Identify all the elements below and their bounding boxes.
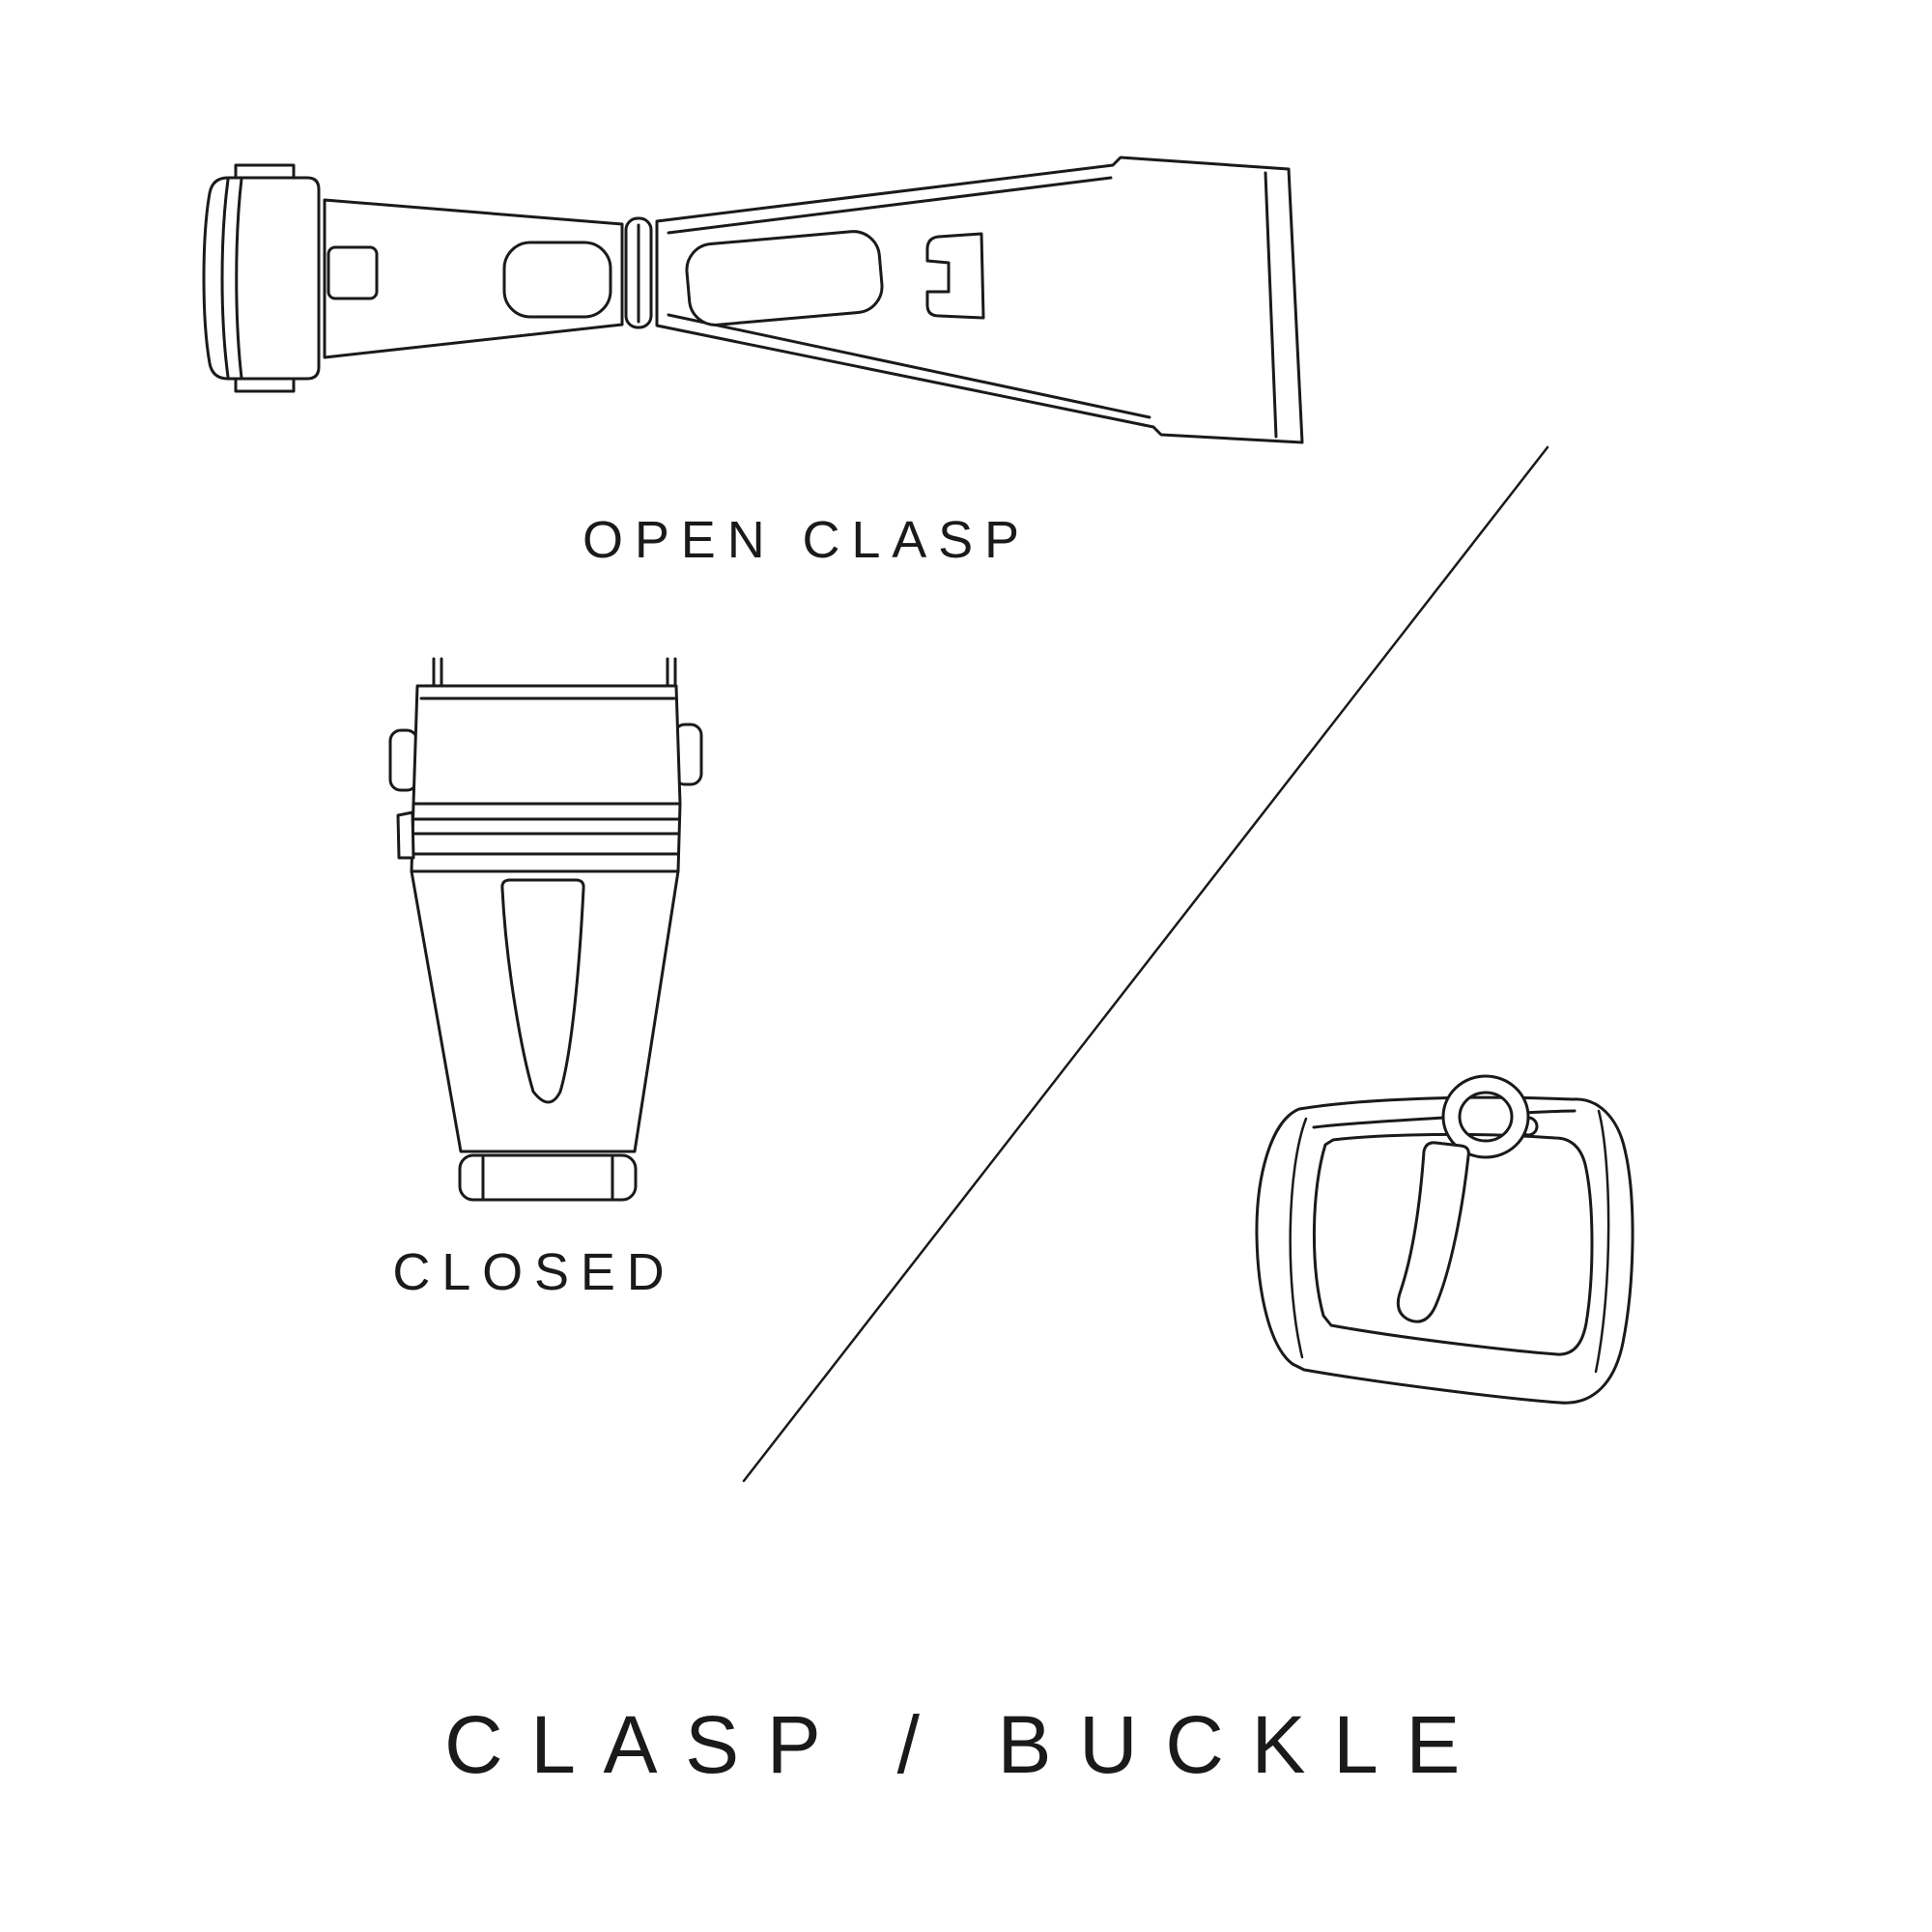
closed-clasp-fold: [410, 802, 682, 873]
diagram-title: CLASP / BUCKLE: [444, 1699, 1488, 1790]
closed-clasp-illustration: [388, 657, 703, 1202]
open-clasp-left-link: [202, 176, 321, 381]
closed-clasp-end-cap: [458, 1153, 638, 1202]
closed-clasp-label: CLOSED: [392, 1243, 676, 1301]
open-clasp-label: OPEN CLASP: [582, 511, 1031, 569]
buckle-pin: [1396, 1141, 1470, 1323]
closed-clasp-slot: [500, 878, 585, 1104]
tang-buckle-illustration: [1255, 1074, 1634, 1405]
divider-line: [742, 445, 1549, 1483]
closed-clasp-top-block: [412, 684, 682, 806]
open-clasp-illustration: [202, 156, 1304, 444]
open-clasp-catch: [925, 232, 985, 320]
